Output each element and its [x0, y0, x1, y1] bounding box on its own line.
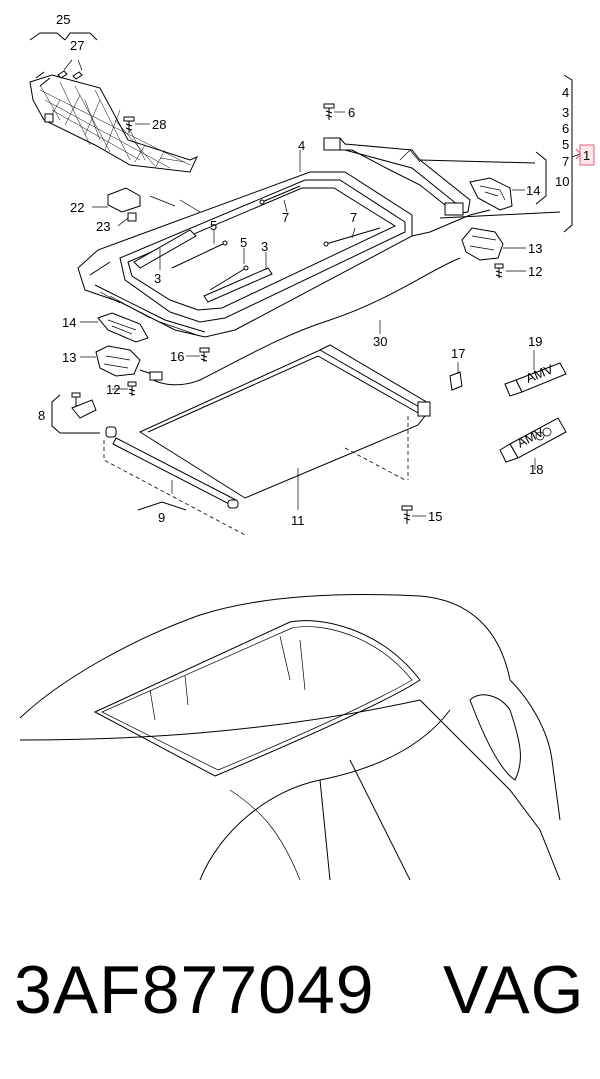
callout-18: 18 [529, 462, 543, 477]
callout-22: 22 [70, 200, 84, 215]
leader-7-left [283, 199, 288, 213]
guide-rail-4 [299, 137, 471, 216]
callout-11: 11 [291, 513, 305, 528]
screw-17 [449, 362, 463, 391]
screw-12-right [494, 263, 526, 278]
highlight-reference-box [579, 144, 595, 166]
callout-14-right: 14 [526, 183, 540, 198]
callout-3-left: 3 [154, 271, 161, 286]
callout-27: 27 [70, 38, 84, 53]
side-list-4: 4 [562, 85, 569, 100]
callout-25: 25 [56, 12, 70, 27]
slider-mechanism-14-left [80, 312, 149, 343]
brand-name: VAG [443, 952, 585, 1028]
callout-13-right: 13 [528, 241, 542, 256]
callout-28: 28 [152, 117, 166, 132]
callout-30: 30 [373, 334, 387, 349]
rod-9 [103, 437, 246, 536]
callout-14-left: 14 [62, 315, 76, 330]
screw-28 [123, 116, 150, 133]
callout-23: 23 [96, 219, 110, 234]
callout-7-right: 7 [350, 210, 357, 225]
callout-10: 10 [555, 174, 569, 189]
slider-mechanism-14-right [469, 177, 525, 211]
screw-16 [186, 347, 210, 362]
vehicle-roof-sketch [19, 594, 561, 880]
callout-5-top: 5 [210, 218, 217, 233]
callout-15: 15 [428, 509, 442, 524]
callout-12-right: 12 [528, 264, 542, 279]
part-info-footer: 3AF877049 VAG [0, 945, 600, 1035]
wind-deflector-part-25 [29, 32, 199, 173]
callout-6: 6 [348, 105, 355, 120]
leader-7-right [351, 227, 356, 239]
screw-6 [323, 103, 345, 120]
callout-13-left: 13 [62, 350, 76, 365]
side-list-7: 7 [562, 154, 569, 169]
screw-15 [401, 505, 426, 524]
cable-30 [149, 257, 461, 386]
leader-10-top [419, 159, 536, 164]
callout-19: 19 [528, 334, 542, 349]
motor-13-right [461, 227, 526, 261]
callout-5-mid: 5 [240, 235, 247, 250]
callout-8: 8 [38, 408, 45, 423]
screw-12-left [112, 381, 137, 396]
side-list-5: 5 [562, 137, 569, 152]
sealant-tube-19: AMV [504, 350, 567, 397]
callout-4: 4 [298, 138, 305, 153]
sunroof-frame [77, 171, 491, 338]
sunshade-11 [138, 344, 431, 510]
callout-16: 16 [170, 349, 184, 364]
sunroof-parts-diagram: 25 27 28 6 4 3 6 5 7 1 4 10 [19, 12, 595, 880]
leader-10-bottom [439, 211, 561, 219]
part-number: 3AF877049 [14, 952, 375, 1028]
reference-list: 4 3 6 5 7 1 [562, 74, 595, 233]
highlight-ref-1: 1 [583, 148, 590, 163]
callout-3-right: 3 [261, 239, 268, 254]
side-list-3: 3 [562, 105, 569, 120]
bracket-10-14 [535, 151, 547, 205]
clip-8 [51, 392, 117, 438]
cable-rails [133, 185, 381, 303]
callout-17: 17 [451, 346, 465, 361]
motor-13-left [80, 345, 163, 381]
callout-7-left: 7 [282, 210, 289, 225]
bracket-22 [92, 187, 141, 227]
callout-12-left: 12 [106, 382, 120, 397]
callout-9: 9 [158, 510, 165, 525]
side-list-6: 6 [562, 121, 569, 136]
